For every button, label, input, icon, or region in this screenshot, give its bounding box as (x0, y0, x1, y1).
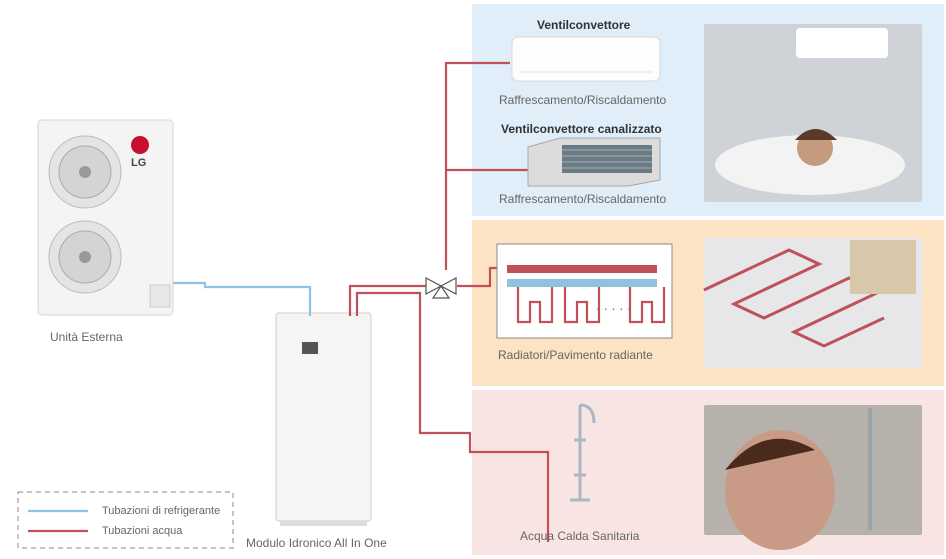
hot-water-caption: Acqua Calda Sanitaria (520, 529, 640, 543)
photo-shower (704, 405, 922, 550)
ducted-fan-coil-illustration (527, 137, 661, 187)
indoor-module-label: Modulo Idronico All In One (246, 536, 387, 550)
svg-text:. . . . .: . . . . . (596, 297, 631, 313)
shower-icon (570, 403, 596, 502)
photo-floor-heating (703, 238, 922, 368)
legend-refrigerant-label: Tubazioni di refrigerante (102, 505, 221, 517)
three-way-valve-icon (425, 277, 457, 299)
legend (17, 491, 234, 549)
photo-bedroom (704, 24, 922, 202)
indoor-module-illustration (275, 312, 372, 526)
fan-coil-title: Ventilconvettore (537, 18, 631, 32)
lg-brand-text: LG (131, 157, 147, 169)
outdoor-unit-illustration (37, 119, 174, 316)
lg-logo-icon (131, 136, 149, 154)
ducted-fan-coil-title: Ventilconvettore canalizzato (501, 122, 662, 136)
outdoor-unit-label: Unità Esterna (50, 330, 123, 344)
ducted-fan-coil-caption: Raffrescamento/Riscaldamento (499, 192, 667, 206)
refrigerant-pipe (173, 281, 312, 316)
fan-coil-caption: Raffrescamento/Riscaldamento (499, 93, 667, 107)
radiant-schematic: . . . . . (496, 243, 673, 339)
fan-coil-illustration (511, 36, 661, 82)
radiant-caption: Radiatori/Pavimento radiante (498, 348, 653, 362)
legend-water-label: Tubazioni acqua (102, 525, 183, 537)
